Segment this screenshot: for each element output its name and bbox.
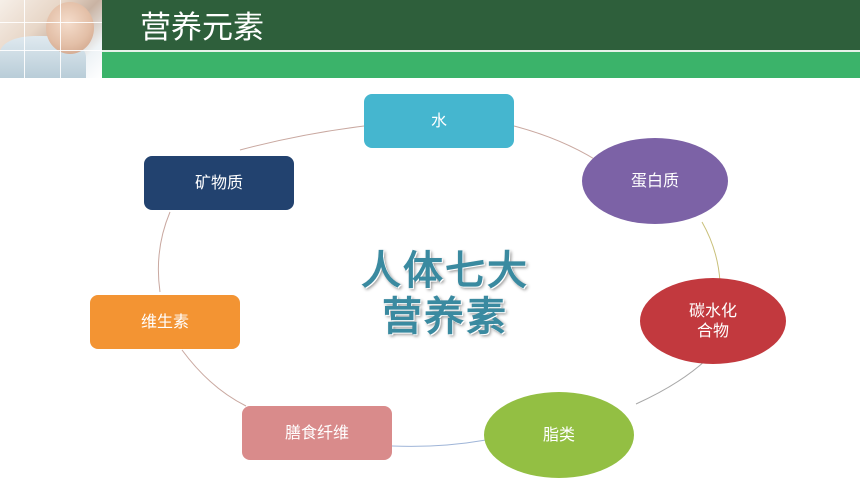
connector-arc — [635, 359, 707, 405]
node-label-line: 合物 — [696, 321, 729, 340]
connector-arc — [701, 221, 721, 283]
center-label-line: 人体七大 — [361, 248, 529, 294]
photo-grid-line — [24, 0, 25, 78]
connector-arc — [181, 349, 247, 407]
header-divider — [0, 50, 860, 52]
connector-arc — [513, 125, 597, 161]
connector-arc — [157, 211, 171, 293]
node-label: 蛋白质 — [630, 171, 679, 190]
node-label: 水 — [430, 111, 447, 130]
photo-grid-line — [60, 0, 61, 78]
node-protein: 蛋白质 — [582, 138, 728, 224]
node-water: 水 — [364, 94, 514, 148]
header-bar — [0, 0, 860, 52]
node-label: 膳食纤维 — [284, 423, 349, 442]
node-dietary-fiber: 膳食纤维 — [242, 406, 392, 460]
photo-grid-line — [0, 22, 102, 23]
node-label: 维生素 — [140, 312, 189, 331]
diagram-center-label: 人体七大 营养素 — [300, 248, 590, 340]
node-carbohydrate: 碳水化 合物 — [640, 278, 786, 364]
connector-arc — [391, 439, 487, 447]
connector-arc — [239, 125, 365, 151]
node-vitamin: 维生素 — [90, 295, 240, 349]
header-photo — [0, 0, 102, 78]
page-title: 营养元素 — [140, 10, 264, 46]
node-mineral: 矿物质 — [144, 156, 294, 210]
photo-face — [46, 2, 94, 54]
center-label-line: 营养素 — [382, 294, 508, 340]
photo-grid-line — [0, 50, 102, 51]
node-lipid: 脂类 — [484, 392, 634, 478]
node-label-line: 碳水化 — [688, 301, 737, 320]
node-label: 矿物质 — [194, 173, 243, 192]
node-label: 脂类 — [542, 425, 575, 444]
header-accent-bar — [0, 52, 860, 78]
